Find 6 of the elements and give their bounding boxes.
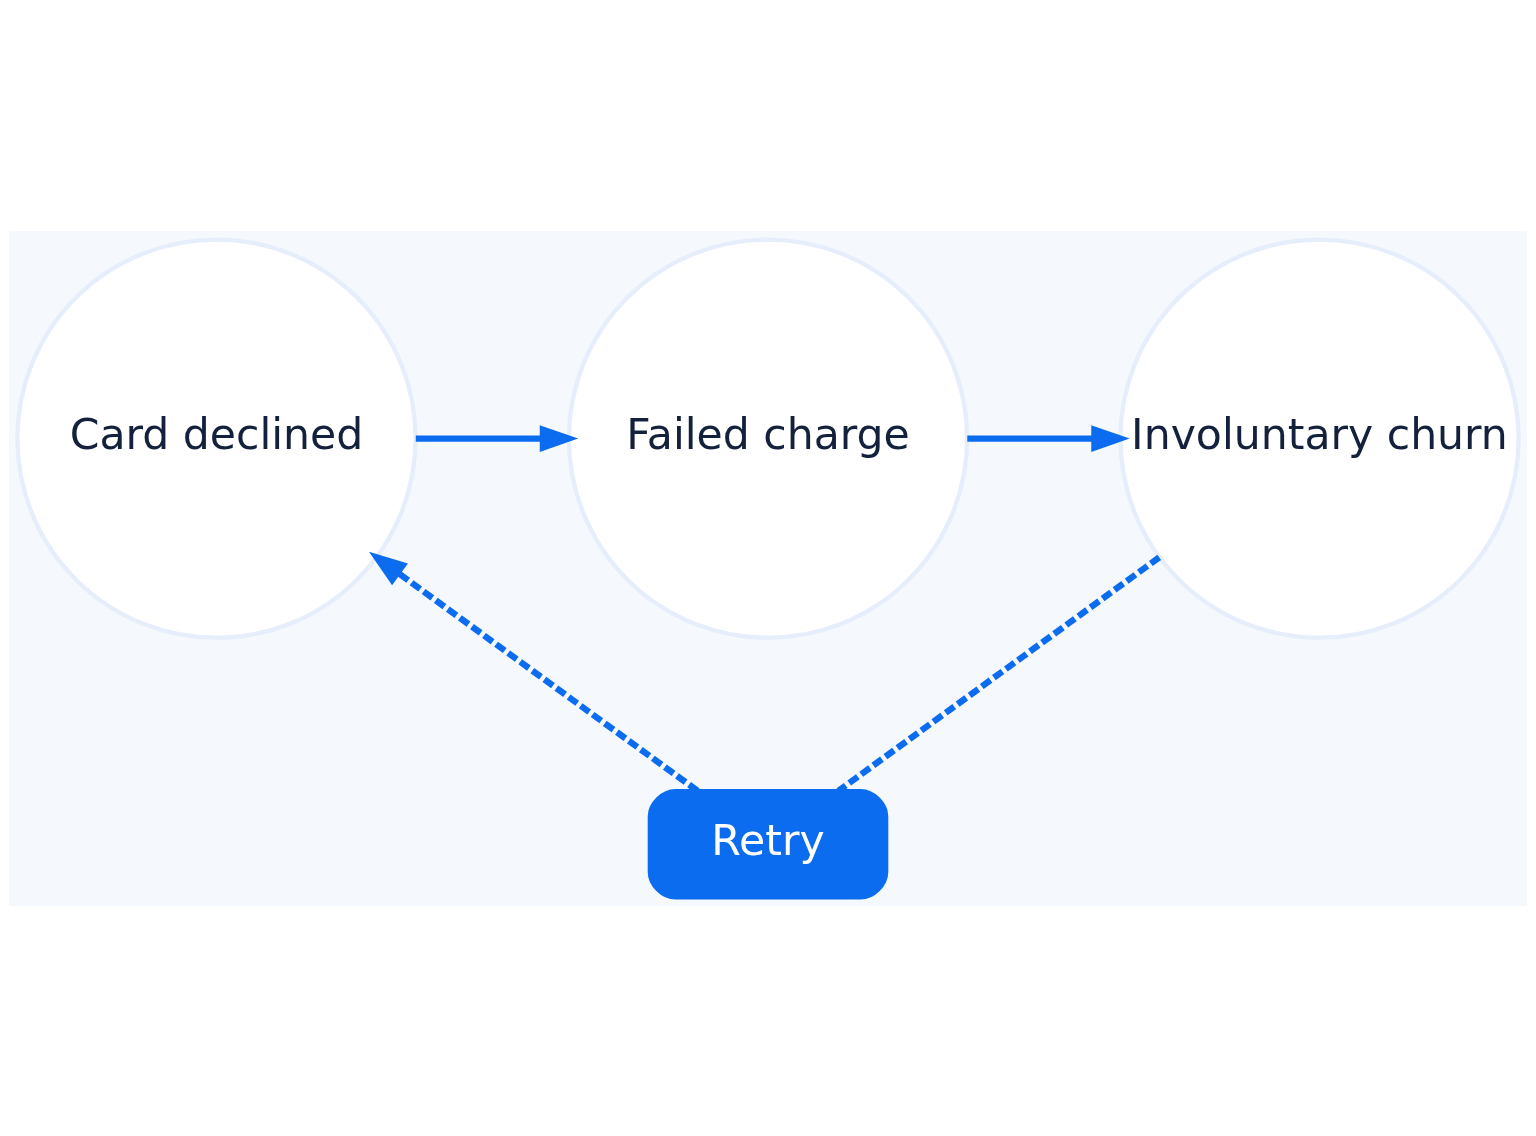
arrow: [415, 424, 579, 452]
node-box: Retry: [647, 788, 889, 900]
arrow: [967, 424, 1130, 452]
node-circle: Failed charge: [566, 236, 970, 640]
node-circle: Involuntary churn: [1118, 236, 1521, 640]
node-circle: Card declined: [15, 236, 418, 640]
